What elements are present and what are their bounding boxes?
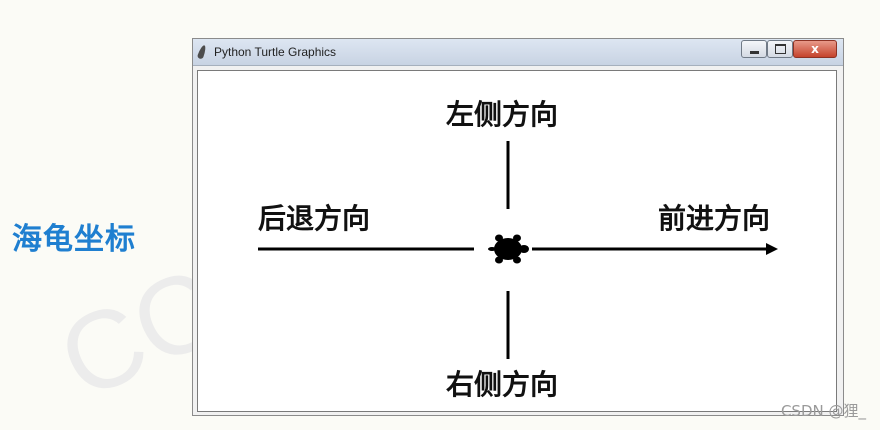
turtle-window: Python Turtle Graphics x (192, 38, 844, 416)
window-title: Python Turtle Graphics (214, 45, 337, 59)
turtle-drawing (258, 141, 778, 359)
forward-arrowhead (766, 243, 778, 255)
minimize-icon (749, 50, 759, 54)
label-backward-direction: 后退方向 (258, 202, 371, 235)
turtle-icon (488, 234, 529, 264)
csdn-watermark: CSDN @狸_ (780, 402, 866, 420)
close-icon: x (811, 42, 819, 56)
maximize-icon (774, 44, 786, 54)
maximize-button[interactable] (767, 40, 793, 58)
slide-title: 海龟坐标 (12, 222, 136, 257)
label-forward-direction: 前进方向 (658, 202, 771, 235)
turtle-canvas[interactable]: 左侧方向 后退方向 前进方向 右侧方向 (197, 70, 837, 412)
minimize-button[interactable] (741, 40, 767, 58)
window-titlebar[interactable]: Python Turtle Graphics x (193, 39, 843, 66)
label-left-direction: 左侧方向 (446, 98, 559, 131)
feather-icon (196, 44, 208, 60)
label-right-direction: 右侧方向 (446, 368, 559, 401)
close-button[interactable]: x (793, 40, 837, 58)
